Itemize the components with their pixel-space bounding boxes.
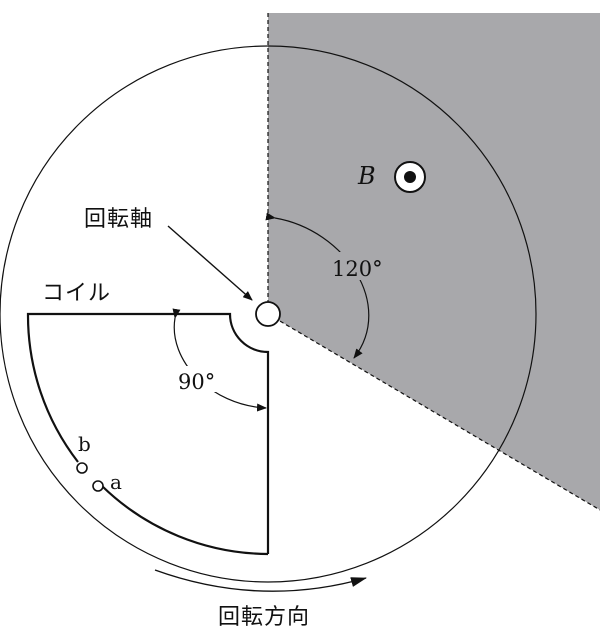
rotation-axis: [255, 301, 281, 327]
terminal-a-label: a: [110, 470, 122, 494]
field-label: B: [357, 162, 376, 190]
rotation-circle: [0, 45, 537, 583]
angle-label-120-bg: [330, 252, 380, 280]
axis-label: 回転軸: [84, 207, 153, 232]
angle-arc-90: [172, 308, 267, 412]
angle-label-120: 120°: [332, 257, 383, 281]
field-dot-center: [404, 171, 416, 183]
rotation-direction-arrow: [154, 569, 367, 592]
rotation-label: 回転方向: [218, 605, 310, 630]
coil-lower-arc: [101, 485, 269, 556]
angle-label-90: 90°: [178, 370, 215, 394]
coil: [26, 312, 270, 554]
angle-label-90-bg: [176, 366, 220, 392]
terminal-b-circle: [76, 462, 88, 474]
terminal-b-label: b: [78, 432, 91, 456]
axis-pointer-arrow: [167, 225, 253, 301]
terminal-a-circle: [92, 480, 104, 492]
magnetic-field-region: [268, 13, 600, 510]
coil-label: コイル: [42, 281, 111, 306]
